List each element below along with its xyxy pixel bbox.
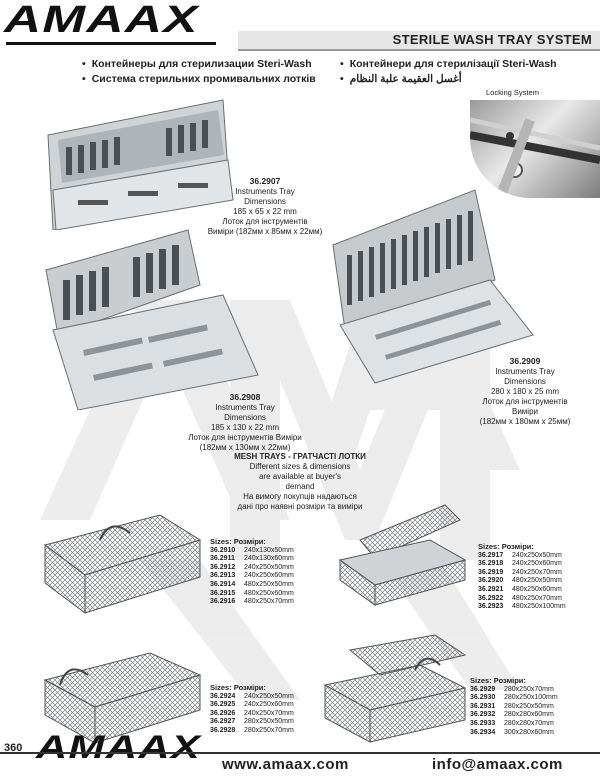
caption-2908-line4: Лоток для інструментів Виміри <box>188 433 302 442</box>
mesh-line2: are available at buyer's <box>258 472 342 481</box>
mesh-trays-title: MESH TRAYS - ГРАТЧАСТІ ЛОТКИ <box>234 452 366 461</box>
page-title: STERILE WASH TRAY SYSTEM <box>392 32 592 47</box>
mesh-line3: demand <box>285 482 315 491</box>
caption-2907-line5: Виміри (182мм x 85мм x 22мм) <box>207 227 323 236</box>
header-bar: STERILE WASH TRAY SYSTEM <box>238 31 600 51</box>
bullet-ar: أغسل العقيمة علبة النظام <box>340 73 462 85</box>
mesh-basket-3-photo <box>40 645 205 745</box>
bullet-ua: Контейнери для стерилізації Steri-Wash <box>340 58 557 70</box>
brand-underline-top <box>6 42 216 45</box>
caption-2909-line3: 280 x 180 x 25 mm <box>490 387 560 396</box>
footer-divider <box>0 752 600 754</box>
sizes-label-3: Sizes: Розміри: <box>210 683 266 692</box>
page-number: 360 <box>4 742 23 754</box>
caption-2907: 36.2907 Instruments Tray Dimensions 185 … <box>190 176 340 237</box>
brand-logo-bottom: AMAAX <box>36 729 202 765</box>
mesh-line1: Different sizes & dimensions <box>249 462 351 471</box>
caption-2908-line3: 185 x 130 x 22 mm <box>210 423 280 432</box>
bullet-ru: Контейнеры для стерилизации Steri-Wash <box>82 58 312 70</box>
tray-2908-photo <box>38 225 263 411</box>
caption-2908-line5: (182мм x 130мм x 22мм) <box>199 443 291 452</box>
mesh-trays-section: MESH TRAYS - ГРАТЧАСТІ ЛОТКИ Different s… <box>220 452 380 512</box>
caption-2907-line1: Instruments Tray <box>235 187 295 196</box>
locking-label: Locking System <box>486 88 539 97</box>
tray-2909-photo <box>325 185 535 385</box>
caption-2909: 36.2909 Instruments Tray Dimensions 280 … <box>455 356 595 427</box>
caption-2907-line2: Dimensions <box>244 197 286 206</box>
mesh-basket-4-photo <box>320 630 470 745</box>
product-code-2907: 36.2907 <box>249 176 281 186</box>
bullet-ua-2: Система стерильних промивальних лотків <box>82 73 316 85</box>
locking-system-photo <box>470 100 600 198</box>
mesh-basket-2-photo <box>335 500 475 610</box>
sizes-label-1: Sizes: Розміри: <box>210 537 266 546</box>
sizes-label-4: Sizes: Розміри: <box>470 676 526 685</box>
mesh-line5: дані про наявні розміри та виміри <box>237 502 363 511</box>
caption-2909-line6: (182мм x 180мм x 25мм) <box>479 417 571 426</box>
footer-website[interactable]: www.amaax.com <box>222 756 349 773</box>
caption-2908-line2: Dimensions <box>224 413 266 422</box>
caption-2907-line4: Лоток для інструментів <box>222 217 308 226</box>
caption-2907-line3: 185 x 65 x 22 mm <box>233 207 297 216</box>
caption-2909-line2: Dimensions <box>504 377 546 386</box>
footer-email[interactable]: info@amaax.com <box>432 756 563 773</box>
brand-logo-top: AMAAX <box>4 0 199 41</box>
caption-2908-line1: Instruments Tray <box>215 403 275 412</box>
mesh-basket-1-photo <box>40 505 205 615</box>
caption-2908: 36.2908 Instruments Tray Dimensions 185 … <box>170 392 320 453</box>
caption-2909-line1: Instruments Tray <box>495 367 555 376</box>
sizes-label-2: Sizes: Розміри: <box>478 542 534 551</box>
caption-2909-line4: Лоток для інструментів <box>482 397 568 406</box>
caption-2909-line5: Виміри <box>512 407 538 416</box>
mesh-line4: На вимогу покупців надаються <box>243 492 357 501</box>
product-code-2909: 36.2909 <box>509 356 541 366</box>
product-code-2908: 36.2908 <box>229 392 261 402</box>
tray-2907-photo <box>38 95 248 231</box>
